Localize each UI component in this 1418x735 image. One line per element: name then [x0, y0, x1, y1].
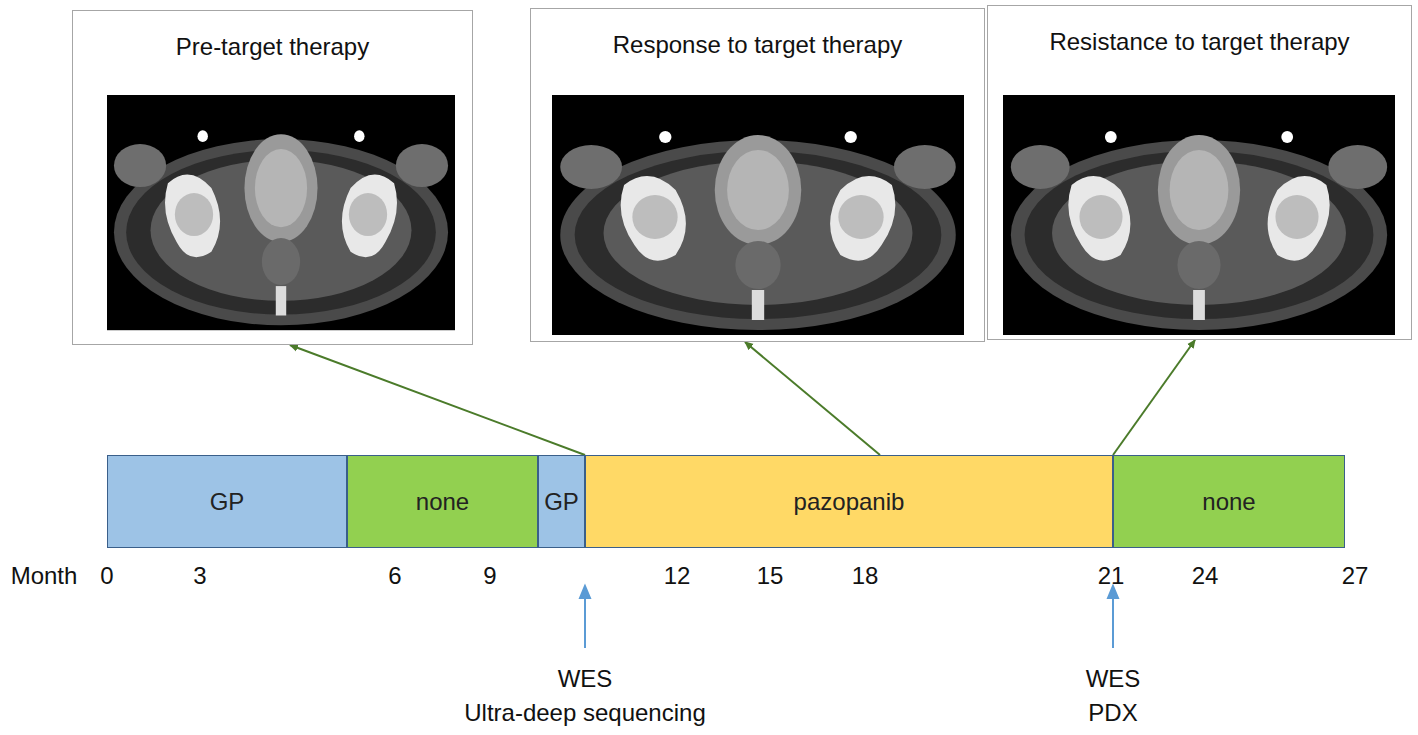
image-panel: Pre-target therapy: [72, 10, 473, 345]
month-tick: 18: [852, 562, 879, 590]
assay-label: Ultra-deep sequencing: [464, 699, 706, 727]
axis-title: Month: [11, 562, 78, 590]
timeline-arrow: [290, 345, 585, 455]
segment-label: pazopanib: [794, 488, 905, 516]
panel-title: Response to target therapy: [531, 31, 984, 59]
segment-label: GP: [544, 488, 579, 516]
segment-label: none: [1202, 488, 1255, 516]
panel-title: Resistance to target therapy: [988, 28, 1411, 56]
assay-label: PDX: [1088, 699, 1137, 727]
month-tick: 3: [193, 562, 206, 590]
therapy-segment: pazopanib: [585, 455, 1113, 548]
panel-title: Pre-target therapy: [73, 33, 472, 61]
assay-label: WES: [1086, 665, 1141, 693]
month-tick: 6: [388, 562, 401, 590]
month-tick: 9: [483, 562, 496, 590]
therapy-segment: none: [347, 455, 538, 548]
segment-label: none: [416, 488, 469, 516]
therapy-segment: GP: [538, 455, 585, 548]
image-panel: Resistance to target therapy: [987, 5, 1412, 340]
month-tick: 24: [1192, 562, 1219, 590]
assay-label: WES: [558, 665, 613, 693]
therapy-segment: none: [1113, 455, 1345, 548]
month-tick: 21: [1098, 562, 1125, 590]
therapy-segment: GP: [107, 455, 347, 548]
timeline-arrow: [1113, 340, 1195, 455]
month-tick: 15: [757, 562, 784, 590]
image-panel: Response to target therapy: [530, 8, 985, 342]
month-tick: 0: [100, 562, 113, 590]
segment-label: GP: [210, 488, 245, 516]
timeline-arrow: [745, 342, 880, 455]
month-tick: 27: [1342, 562, 1369, 590]
month-tick: 12: [664, 562, 691, 590]
